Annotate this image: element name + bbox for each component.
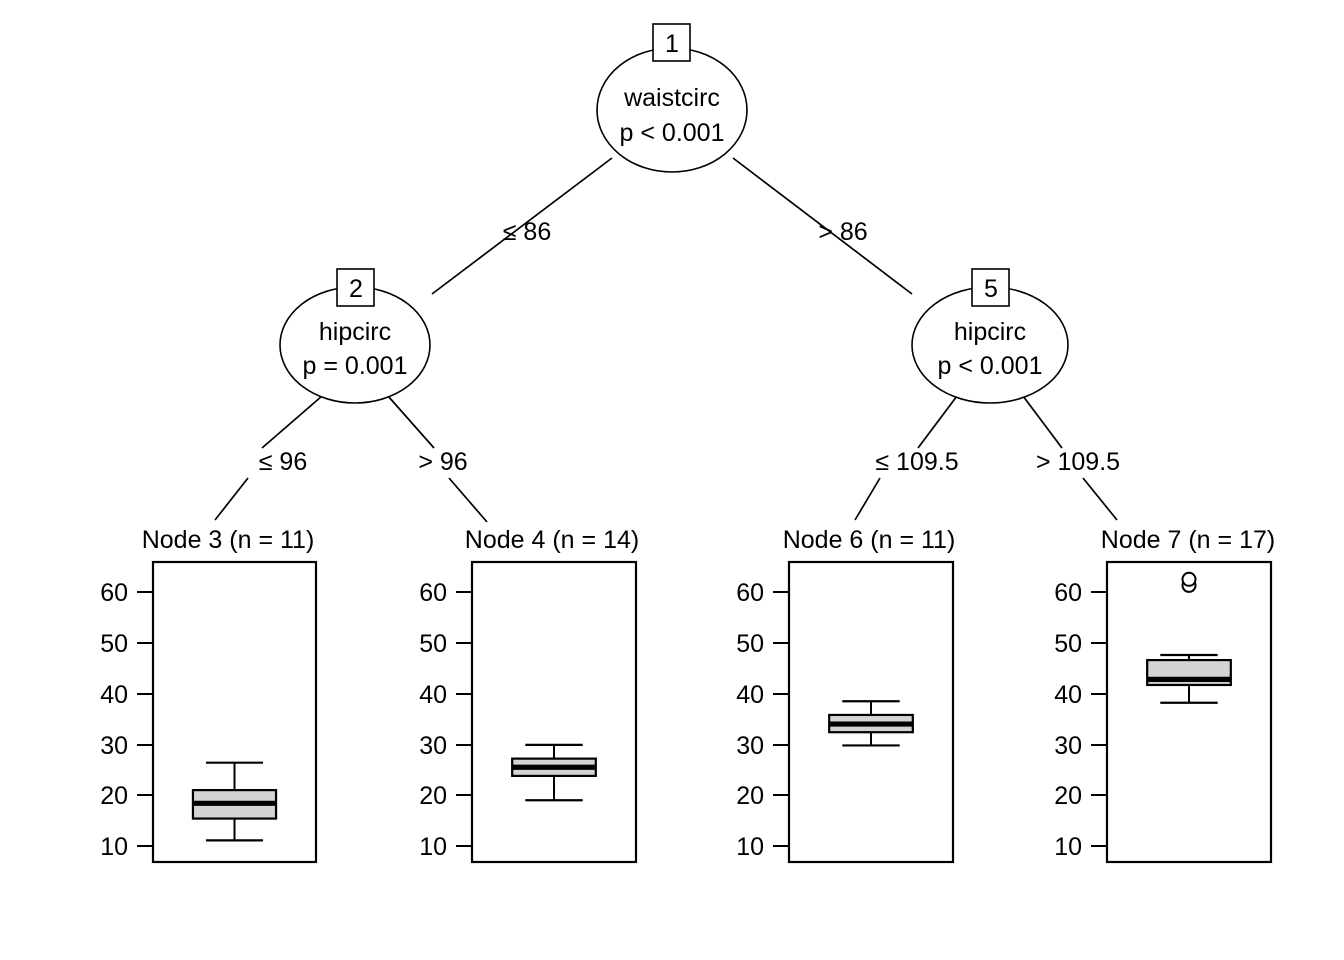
edge-label-node2-left: ≤ 96: [259, 448, 307, 476]
leaf-6-boxplot: [828, 700, 914, 747]
leaf-3-title: Node 3 (n = 11): [142, 526, 315, 554]
node-5-pvalue: p < 0.001: [938, 352, 1043, 380]
leaf-3-boxplot: [191, 761, 278, 842]
edge-label-node2-right: > 96: [418, 448, 467, 476]
leaf-6-ticklabel-20: 20: [736, 782, 764, 810]
edge-node2-to-leaf3: [214, 477, 249, 521]
inner-node-1[interactable]: waistcirc p < 0.001 1: [596, 23, 748, 173]
leaf-4-ticklabel-50: 50: [419, 630, 447, 658]
leaf-3-ticklabel-20: 20: [100, 782, 128, 810]
leaf-4-ticklabel-10: 10: [419, 833, 447, 861]
edge-label-node1-left: ≤ 86: [503, 218, 551, 246]
edge-node2-to-node4: [387, 395, 435, 449]
node-1-number: 1: [665, 30, 679, 58]
node-1-pvalue: p < 0.001: [620, 119, 725, 147]
leaf-6-title: Node 6 (n = 11): [783, 526, 956, 554]
leaf-4-panel: [470, 560, 638, 864]
node-2-variable: hipcirc: [319, 318, 391, 346]
leaf-7-ticklabel-40: 40: [1054, 681, 1082, 709]
leaf-6-ticklabel-10: 10: [736, 833, 764, 861]
terminal-node-7[interactable]: Node 7 (n = 17) 60 50 40 30 20 10: [1054, 526, 1275, 864]
edge-node1-to-node2: [431, 157, 613, 295]
node-5-badge[interactable]: [971, 268, 1010, 307]
edge-labels: ≤ 86 > 86 ≤ 96 > 96 ≤ 109.5 > 109.5: [259, 218, 1120, 476]
leaf-4-title: Node 4 (n = 14): [465, 526, 639, 554]
leaf-6-axis: 60 50 40 30 20 10: [736, 579, 789, 861]
edge-node2-to-node3: [261, 395, 323, 449]
node-5-number: 5: [984, 275, 998, 303]
edge-label-node1-right: > 86: [818, 218, 867, 246]
node-5-variable: hipcirc: [954, 318, 1026, 346]
leaf-3-ticklabel-60: 60: [100, 579, 128, 607]
node-2-number: 2: [349, 275, 363, 303]
leaf-6-ticklabel-60: 60: [736, 579, 764, 607]
edge-node5-to-leaf6: [854, 477, 881, 521]
node-2-badge[interactable]: [336, 268, 375, 307]
leaf-7-ticklabel-50: 50: [1054, 630, 1082, 658]
leaf-4-ticklabel-30: 30: [419, 732, 447, 760]
inner-node-5[interactable]: hipcirc p < 0.001 5: [911, 268, 1069, 404]
leaf-7-ticklabel-30: 30: [1054, 732, 1082, 760]
leaf-7-outlier-2: [1181, 571, 1197, 587]
leaf-3-axis: 60 50 40 30 20 10: [100, 579, 153, 861]
edge-node1-to-node5: [732, 157, 913, 295]
leaf-7-boxplot: [1146, 571, 1232, 704]
leaf-7-ticklabel-20: 20: [1054, 782, 1082, 810]
leaf-4-axis: 60 50 40 30 20 10: [419, 579, 472, 861]
leaf-3-ticklabel-30: 30: [100, 732, 128, 760]
leaf-6-ticklabel-40: 40: [736, 681, 764, 709]
edge-node5-to-node6: [917, 395, 958, 449]
edge-node5-to-leaf7: [1082, 477, 1118, 521]
edge-label-node5-right: > 109.5: [1036, 448, 1120, 476]
leaf-7-axis: 60 50 40 30 20 10: [1054, 579, 1107, 861]
tree-edges: [214, 157, 1118, 523]
leaf-6-ticklabel-50: 50: [736, 630, 764, 658]
terminal-node-6[interactable]: Node 6 (n = 11) 60 50 40 30 20 10: [736, 526, 956, 864]
leaf-7-ticklabel-60: 60: [1054, 579, 1082, 607]
terminal-node-4[interactable]: Node 4 (n = 14) 60 50 40 30 20 10: [419, 526, 639, 864]
terminal-node-3[interactable]: Node 3 (n = 11) 60 50 40 30 20 10: [100, 526, 318, 864]
leaf-7-title: Node 7 (n = 17): [1101, 526, 1275, 554]
leaf-7-panel: [1105, 560, 1273, 864]
edge-node5-to-node7: [1022, 395, 1063, 449]
node-1-badge[interactable]: [652, 23, 691, 62]
leaf-4-ticklabel-60: 60: [419, 579, 447, 607]
inner-node-2[interactable]: hipcirc p = 0.001 2: [279, 268, 431, 404]
leaf-3-ticklabel-50: 50: [100, 630, 128, 658]
leaf-3-ticklabel-40: 40: [100, 681, 128, 709]
leaf-3-ticklabel-10: 10: [100, 833, 128, 861]
leaf-7-ticklabel-10: 10: [1054, 833, 1082, 861]
leaf-4-ticklabel-40: 40: [419, 681, 447, 709]
leaf-6-ticklabel-30: 30: [736, 732, 764, 760]
node-2-pvalue: p = 0.001: [303, 352, 408, 380]
leaf-4-boxplot: [511, 743, 597, 802]
leaf-4-ticklabel-20: 20: [419, 782, 447, 810]
edge-node2-to-leaf4: [448, 477, 488, 523]
edge-label-node5-left: ≤ 109.5: [875, 448, 958, 476]
node-1-variable: waistcirc: [623, 84, 720, 112]
